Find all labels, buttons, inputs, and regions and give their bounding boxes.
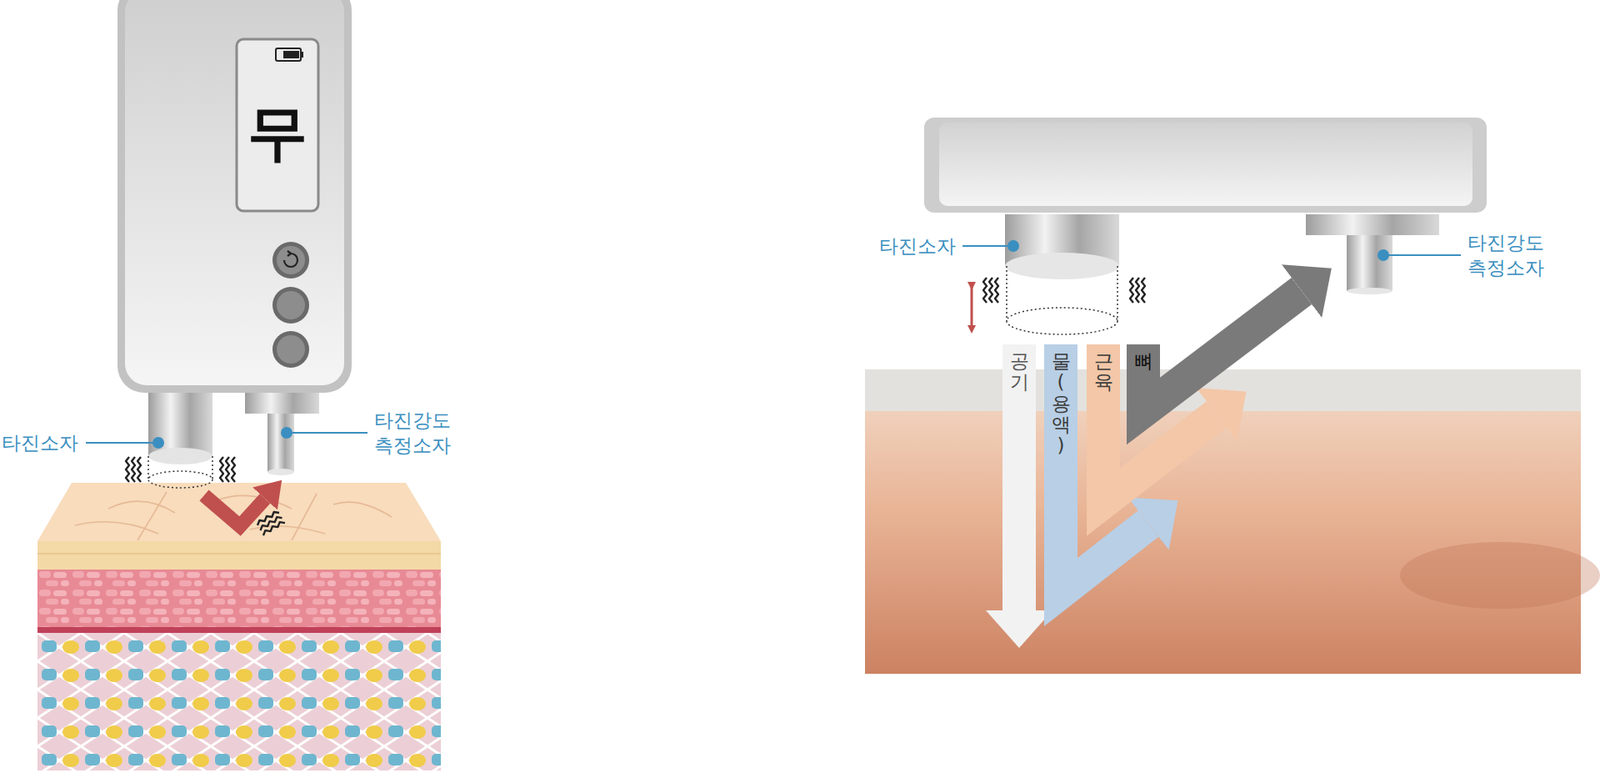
measuring-element-part (245, 392, 320, 414)
reflection-arrow-part (204, 495, 265, 526)
part-label: 타진강도 측정소자 (374, 407, 458, 458)
measuring-element (245, 392, 320, 475)
device-body-part (275, 48, 301, 61)
wave-arrows-part (1002, 344, 1036, 610)
device-body-part (125, 0, 345, 385)
right-device (924, 117, 1487, 335)
device-body-part (272, 286, 310, 324)
right-device-part (1005, 265, 1008, 321)
right-device-part (1116, 265, 1119, 321)
leader-line-part (1007, 240, 1020, 252)
tapping-element-part (211, 455, 214, 480)
leader-line-part (1377, 249, 1390, 261)
skin-block-part (37, 626, 441, 633)
measuring-element-part (267, 413, 295, 472)
skin-block-part (37, 540, 441, 570)
leader-line-part (280, 426, 293, 439)
leader-line (85, 426, 368, 449)
label-char: 공 (1010, 350, 1030, 372)
medium-label: 물(용액) (1051, 350, 1071, 456)
skin-block-part (37, 482, 441, 541)
tissue-ground (865, 369, 1600, 674)
label-char: 뼈 (1134, 350, 1154, 372)
medium-label: 뼈 (1134, 350, 1154, 372)
tapping-element-part (147, 455, 150, 480)
leader-line-part (1383, 254, 1461, 256)
wave-arrows (1019, 290, 1302, 610)
tapping-element (125, 392, 235, 488)
right-device-part (1346, 235, 1393, 291)
skin-block-part (75, 491, 392, 540)
tapping-element-part (125, 456, 141, 482)
device-body-part (276, 335, 305, 364)
right-device-part (983, 277, 999, 303)
tissue-ground-part (865, 369, 1581, 674)
device-body-part (300, 51, 304, 58)
right-device-part (1130, 277, 1145, 303)
device-body-part (276, 245, 305, 275)
medium-label: 근육 (1094, 350, 1114, 394)
reflection-arrow-part-part (255, 510, 285, 536)
tissue-ground-part (1400, 541, 1600, 609)
device-body-part (276, 290, 305, 320)
label-char: 기 (1010, 371, 1030, 393)
leader-line-part (85, 441, 159, 444)
label-char: 육 (1094, 371, 1114, 393)
device-body-part (272, 330, 310, 368)
label-char: ( (1051, 371, 1071, 393)
label-char: ) (1051, 435, 1071, 456)
device-body (117, 0, 352, 393)
measuring-element-part (267, 468, 295, 475)
right-device-part (970, 281, 974, 325)
part-label: 타진소자 (1, 430, 79, 455)
reflection-arrow (204, 495, 285, 535)
tissue-ground-part (865, 369, 1581, 411)
label-char: 용 (1051, 393, 1071, 415)
skin-block-part (37, 569, 441, 633)
device-body-part (284, 250, 298, 267)
reflection-arrow-part (255, 510, 285, 536)
device-body-part (272, 241, 310, 279)
device-body-part (236, 39, 319, 211)
label-char: 액 (1051, 414, 1071, 435)
label-char: 물 (1051, 350, 1071, 372)
tapping-element-part (148, 470, 213, 488)
part-label: 타진강도 측정소자 (1467, 230, 1551, 280)
tapping-element-part (148, 392, 213, 456)
leader-line (962, 240, 1461, 261)
right-device-part (939, 122, 1473, 206)
leader-line-part (152, 436, 165, 449)
tapping-element-part (148, 447, 213, 465)
right-device-part (1005, 252, 1120, 280)
label-char: 근 (1094, 350, 1114, 372)
display-glyph: 무 (240, 95, 315, 170)
skin-block-part (37, 632, 441, 770)
right-device-part (1305, 214, 1440, 235)
right-device-part (1346, 287, 1393, 295)
device-body-part (283, 50, 300, 59)
right-device-part (924, 117, 1487, 213)
medium-label: 공기 (1010, 350, 1030, 394)
skin-block (37, 482, 441, 770)
right-device-part (1006, 307, 1118, 335)
device-body-part (117, 0, 352, 393)
tapping-element-part (220, 456, 235, 482)
part-label: 타진소자 (879, 233, 956, 259)
leader-line-part (962, 245, 1014, 247)
leader-line-part (286, 431, 368, 434)
skin-block-part (37, 552, 441, 555)
wave-arrows-part (1143, 290, 1302, 411)
